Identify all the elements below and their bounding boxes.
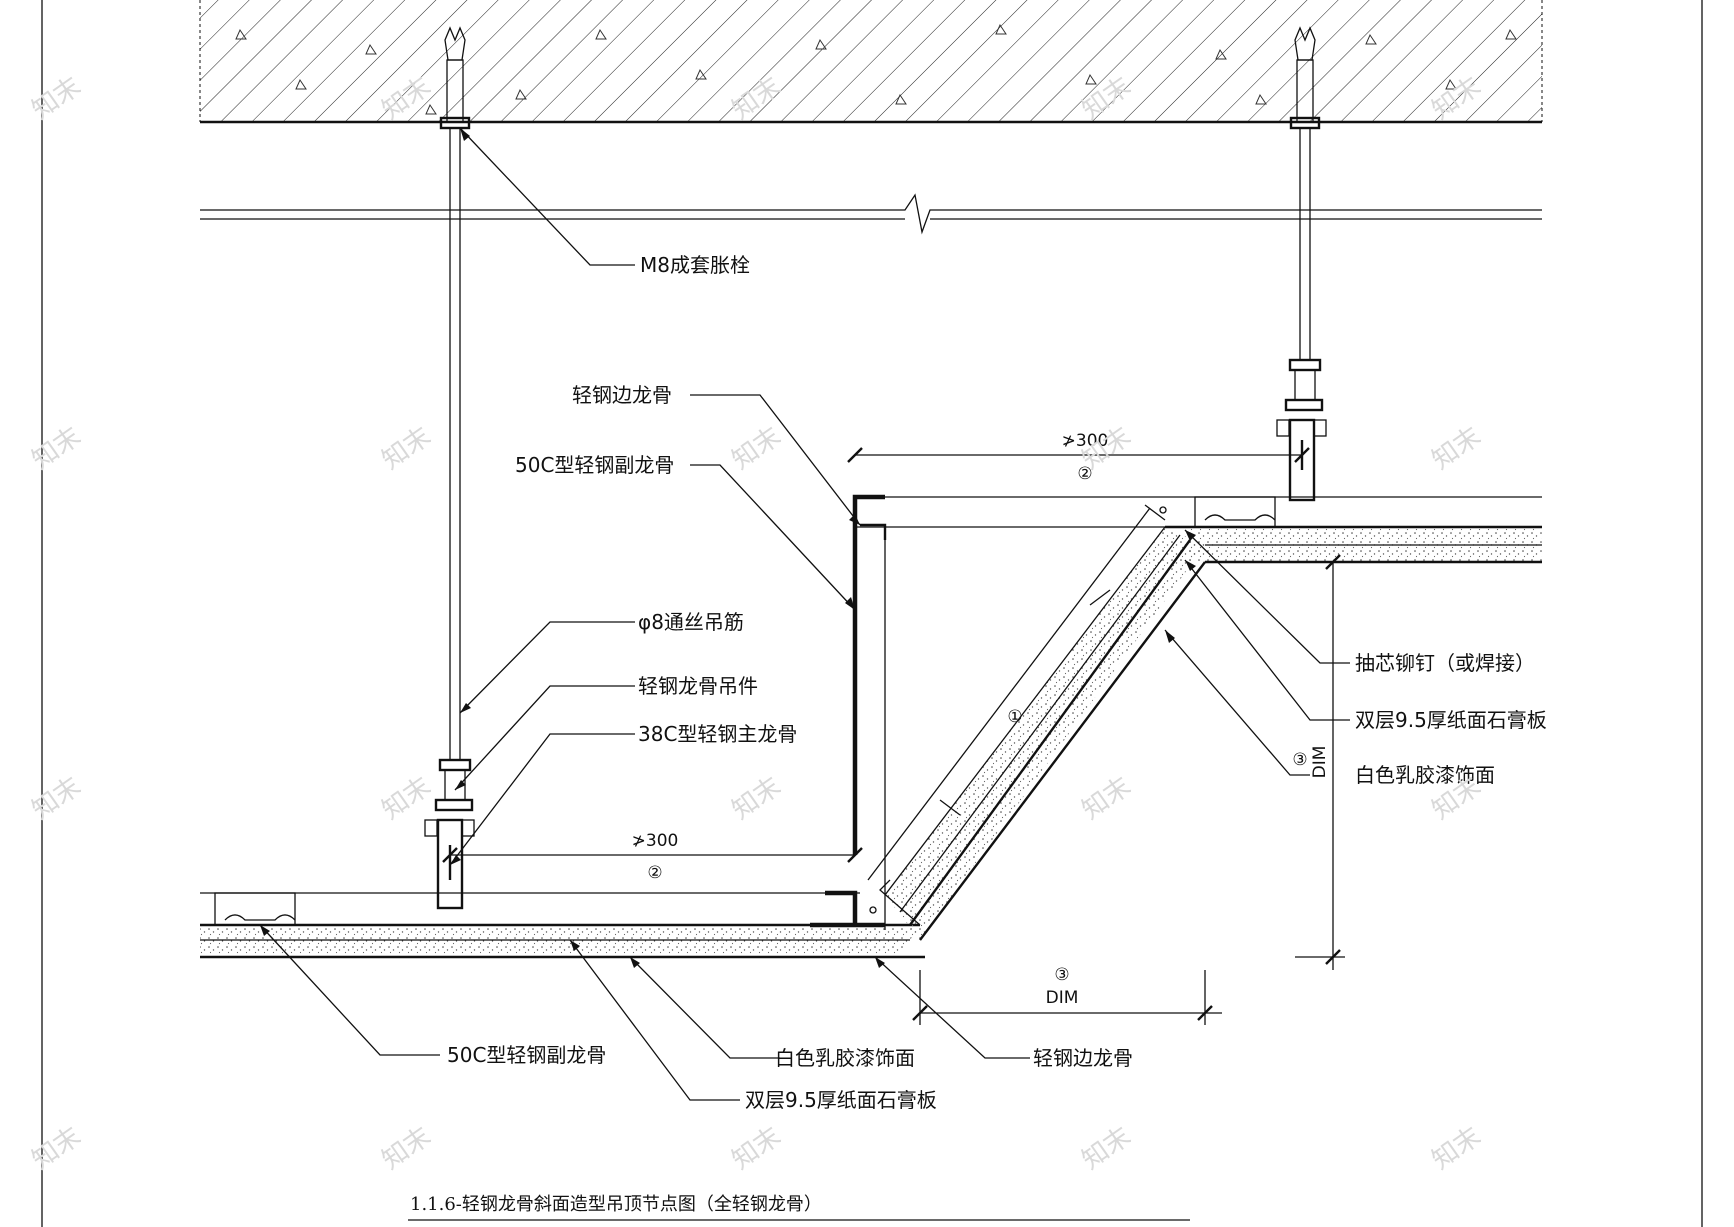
label-anchor-bolt: M8成套胀栓 xyxy=(640,253,750,277)
label-sub-keel-bottom: 50C型轻钢副龙骨 xyxy=(447,1043,606,1067)
dim-right-vertical xyxy=(1295,554,1345,970)
svg-text:知末: 知末 xyxy=(1427,1121,1487,1175)
leader-arrowheads xyxy=(260,128,1196,968)
dim-lower-mark: ② xyxy=(647,863,662,883)
dim-upper-spacing xyxy=(847,447,1310,463)
dim-upper-value: ≯300 xyxy=(1062,431,1109,451)
label-sub-keel-top: 50C型轻钢副龙骨 xyxy=(515,453,674,477)
dim-bottom-mark: ③ xyxy=(1054,965,1069,985)
svg-text:知末: 知末 xyxy=(727,1121,787,1175)
watermark-layer: 知末 知末 知末 知末 知末 知末 知末 知末 知末 知末 知末 知末 知末 知… xyxy=(27,71,1487,1175)
svg-text:知末: 知末 xyxy=(727,771,787,825)
lower-ceiling-board xyxy=(200,892,925,959)
left-hanger-assembly xyxy=(424,758,475,910)
label-gypsum-bottom: 双层9.5厚纸面石膏板 xyxy=(745,1088,937,1112)
lower-edge-keel xyxy=(810,890,885,928)
dim-lower-value: ≯300 xyxy=(632,831,679,851)
svg-text:知末: 知末 xyxy=(377,771,437,825)
upper-ceiling-board xyxy=(855,496,1542,564)
leader-lines xyxy=(259,127,1350,1101)
dim-bottom-text: DIM xyxy=(1046,988,1079,1008)
label-paint-right: 白色乳胶漆饰面 xyxy=(1355,763,1495,787)
dim-right-text: DIM xyxy=(1310,746,1330,779)
label-hanger: 轻钢龙骨吊件 xyxy=(638,674,758,698)
svg-text:知末: 知末 xyxy=(377,421,437,475)
label-gypsum-right: 双层9.5厚纸面石膏板 xyxy=(1355,708,1547,732)
label-rod: φ8通丝吊筋 xyxy=(638,610,744,634)
svg-text:知末: 知末 xyxy=(1077,1121,1137,1175)
label-edge-keel-top: 轻钢边龙骨 xyxy=(572,383,672,407)
slant-mark: ① xyxy=(1007,707,1022,727)
dim-upper-mark: ② xyxy=(1077,464,1092,484)
slanted-board xyxy=(867,504,1206,941)
svg-text:知末: 知末 xyxy=(727,421,787,475)
drawing-title: 1.1.6-轻钢龙骨斜面造型吊顶节点图（全轻钢龙骨） xyxy=(410,1194,822,1215)
dim-lower-spacing xyxy=(442,847,863,863)
svg-text:知末: 知末 xyxy=(27,771,87,825)
svg-text:知末: 知末 xyxy=(377,1121,437,1175)
label-rivet: 抽芯铆钉（或焊接） xyxy=(1355,651,1535,675)
label-edge-keel-bottom: 轻钢边龙骨 xyxy=(1033,1046,1133,1070)
left-anchor-bolt xyxy=(439,26,471,130)
break-line xyxy=(200,193,1542,235)
svg-text:知末: 知末 xyxy=(27,71,87,125)
right-anchor-bolt xyxy=(1289,26,1321,130)
right-hanger-rod xyxy=(1299,128,1311,360)
right-hanger-assembly xyxy=(1276,358,1327,502)
label-main-keel: 38C型轻钢主龙骨 xyxy=(638,722,797,746)
upper-edge-keel xyxy=(852,494,887,930)
left-hanger-rod xyxy=(449,128,461,760)
label-paint-bottom: 白色乳胶漆饰面 xyxy=(775,1046,915,1070)
svg-text:知末: 知末 xyxy=(1077,771,1137,825)
dim-right-mark: ③ xyxy=(1292,750,1307,770)
concrete-slab xyxy=(199,0,1543,124)
svg-text:知末: 知末 xyxy=(27,421,87,475)
svg-text:知末: 知末 xyxy=(1427,421,1487,475)
svg-text:知末: 知末 xyxy=(27,1121,87,1175)
